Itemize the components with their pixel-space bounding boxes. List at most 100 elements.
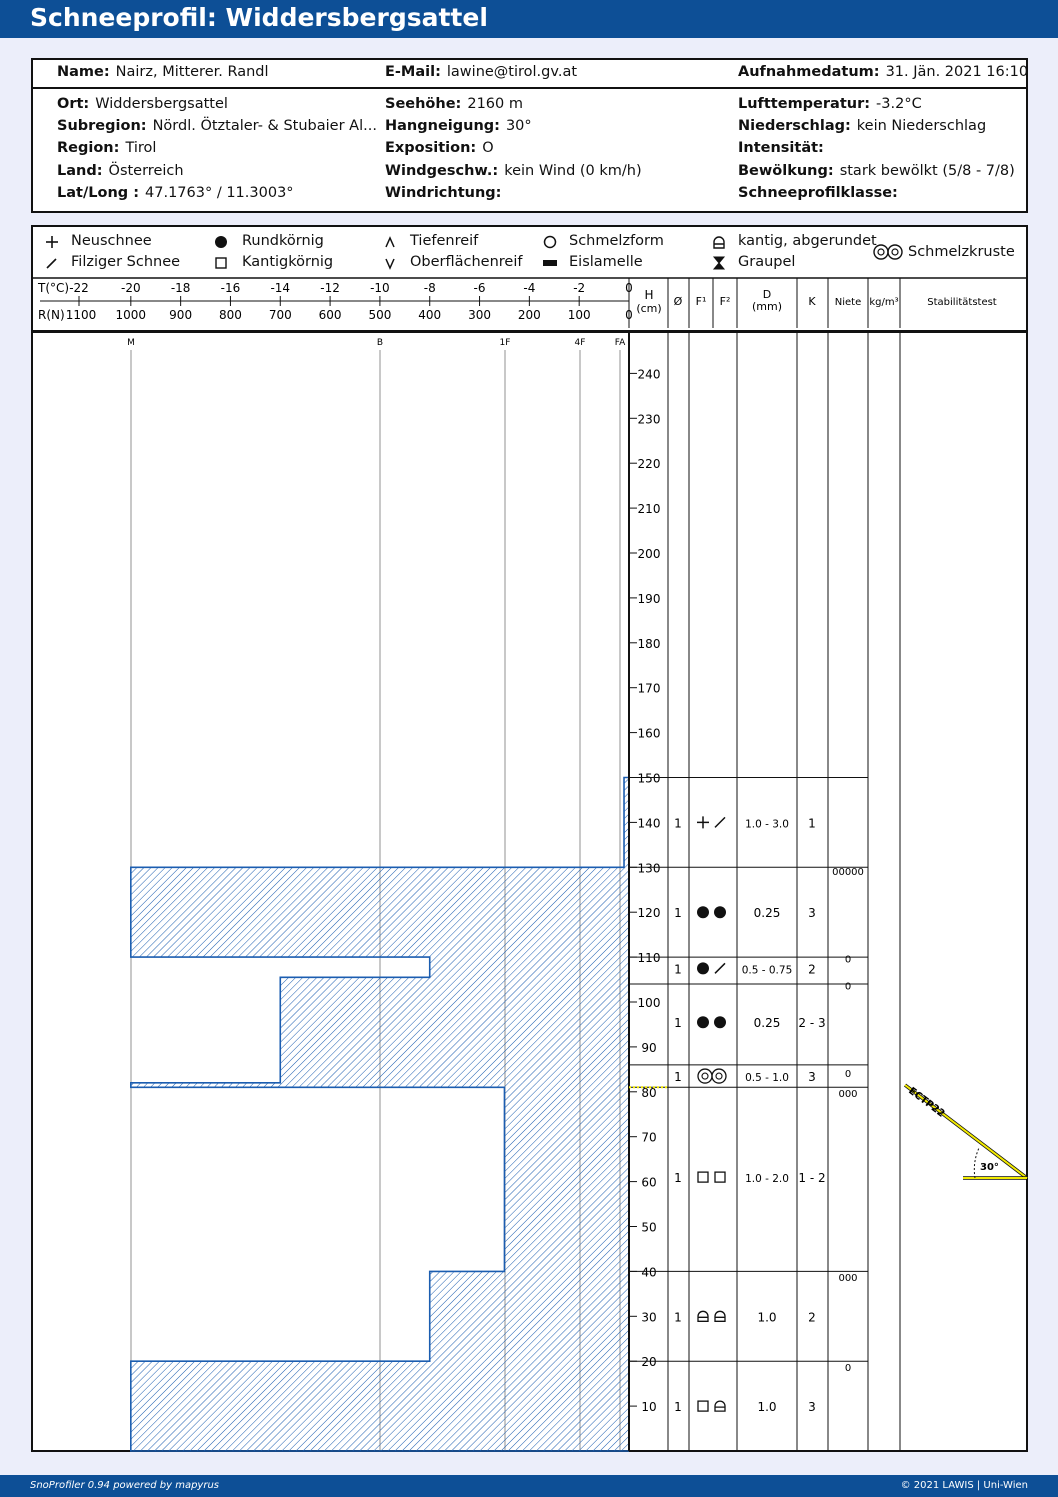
filled-dot-icon bbox=[697, 962, 709, 975]
layer-k-value: 3 bbox=[808, 906, 816, 920]
layer-niete-value: 0 bbox=[845, 981, 851, 992]
open-circle-icon bbox=[541, 233, 559, 251]
legend-label-graupel: Graupel bbox=[738, 254, 796, 270]
hardness-layer-fill bbox=[130, 1361, 629, 1451]
layer-k-value: 3 bbox=[808, 1070, 816, 1084]
notes-line: ECTP 22@81.0cm: plötzlicher Bruch (P) (g… bbox=[59, 379, 454, 395]
windgeschw-field: Windgeschw.:kein Wind (0 km/h) bbox=[385, 163, 642, 179]
exposition-field: Exposition:O bbox=[385, 140, 494, 156]
hardness-layer-fill bbox=[429, 957, 629, 978]
rounded-faceted-icon bbox=[714, 1310, 726, 1322]
legend-label-kantig-abgerundet: kantig, abgerundet bbox=[738, 233, 877, 249]
bewoelkung-field: Bewölkung:stark bewölkt (5/8 - 7/8) bbox=[738, 163, 1015, 179]
filled-dot-icon bbox=[212, 233, 230, 251]
height-tick-label: 70 bbox=[641, 1131, 656, 1145]
height-tick-label: 160 bbox=[638, 727, 661, 741]
hardness-layer-fill bbox=[130, 1082, 629, 1088]
legend-panel: Neuschnee Filziger Schnee Rundkörnig Kan… bbox=[31, 225, 1028, 332]
region-field: Region:Tirol bbox=[57, 140, 157, 156]
hardness-layer-fill bbox=[130, 867, 629, 958]
info-divider bbox=[33, 87, 1026, 89]
notes-line: Verschüttungsstelle bbox=[59, 419, 203, 435]
melt-crust-icon bbox=[715, 1072, 723, 1080]
legend-label-tiefenreif: Tiefenreif bbox=[410, 233, 479, 249]
page-title: Schneeprofil: Widdersbergsattel bbox=[30, 3, 488, 32]
layer-grain-size: 0.5 - 1.0 bbox=[745, 1072, 789, 1084]
legend-label-rundkoernig: Rundkörnig bbox=[242, 233, 324, 249]
layer-diam-value: 1 bbox=[674, 1400, 682, 1414]
legend-label-kantigkoernig: Kantigkörnig bbox=[242, 254, 334, 270]
page-header: Schneeprofil: Widdersbergsattel bbox=[0, 0, 1058, 38]
stability-angle-label: 30° bbox=[980, 1162, 999, 1173]
height-tick-label: 40 bbox=[641, 1265, 656, 1279]
stability-angle-arc bbox=[973, 1147, 980, 1179]
layer-diam-value: 1 bbox=[674, 1070, 682, 1084]
layer-niete-value: 0 bbox=[845, 1363, 851, 1374]
niederschlag-field: Niederschlag:kein Niederschlag bbox=[738, 118, 987, 134]
height-tick-label: 130 bbox=[638, 861, 661, 875]
height-tick-label: 210 bbox=[638, 502, 661, 516]
height-tick-label: 200 bbox=[638, 547, 661, 561]
legend-label-oberflaechenreif: Oberflächenreif bbox=[410, 254, 523, 270]
intensitaet-field: Intensität: bbox=[738, 140, 824, 156]
layer-niete-value: 000 bbox=[838, 1273, 857, 1284]
open-square-icon bbox=[697, 1400, 709, 1412]
rounded-faceted-icon bbox=[697, 1310, 709, 1322]
lufttemp-field: Lufttemperatur:-3.2°C bbox=[738, 96, 922, 112]
legend-label-schmelzkruste: Schmelzkruste bbox=[908, 244, 1015, 260]
hardness-layer-fill bbox=[429, 1271, 629, 1362]
layer-niete-value: 0 bbox=[845, 1069, 851, 1080]
layer-diam-value: 1 bbox=[674, 1171, 682, 1185]
notes-line: Orografisch rechts der Lawine; Eingang T… bbox=[59, 399, 516, 415]
melt-crust-icon bbox=[871, 243, 905, 261]
footer-credit: SnoProfiler 0.94 powered by mapyrus bbox=[30, 1480, 220, 1491]
layer-k-value: 2 bbox=[808, 962, 816, 976]
filled-dot-icon bbox=[714, 906, 726, 919]
height-tick-label: 240 bbox=[638, 367, 661, 381]
slash-icon bbox=[714, 962, 726, 974]
legend-label-schmelzform: Schmelzform bbox=[569, 233, 664, 249]
hand-hardness-label: B bbox=[377, 338, 383, 348]
layer-niete-value: 000 bbox=[838, 1089, 857, 1100]
layer-diam-value: 1 bbox=[674, 816, 682, 830]
height-tick-label: 220 bbox=[638, 457, 661, 471]
height-tick-label: 120 bbox=[638, 906, 661, 920]
v-icon bbox=[381, 254, 399, 272]
layer-grain-size: 0.5 - 0.75 bbox=[742, 964, 793, 976]
hand-hardness-label: 1F bbox=[500, 338, 511, 348]
hand-hardness-label: 4F bbox=[575, 338, 586, 348]
plus-icon bbox=[43, 233, 61, 251]
legend-label-eislamelle: Eislamelle bbox=[569, 254, 643, 270]
land-field: Land:Österreich bbox=[57, 163, 184, 179]
plot-frame bbox=[31, 331, 1028, 1452]
subregion-field: Subregion:Nördl. Ötztaler- & Stubaier Al… bbox=[57, 118, 377, 134]
profile-info-panel: Name:Nairz, Mitterer. Randl E-Mail:lawin… bbox=[31, 58, 1028, 213]
caret-up-icon bbox=[381, 233, 399, 251]
height-tick-label: 30 bbox=[641, 1310, 656, 1324]
height-tick-label: 110 bbox=[638, 951, 661, 965]
notes-title: Bemerkungen: bbox=[59, 359, 166, 375]
filled-dot-icon bbox=[697, 1016, 709, 1029]
height-tick-label: 170 bbox=[638, 682, 661, 696]
stability-test-label: ECTP22 bbox=[906, 1086, 946, 1120]
height-tick-label: 230 bbox=[638, 412, 661, 426]
email-field: E-Mail:lawine@tirol.gv.at bbox=[385, 64, 578, 80]
rounded-faceted-icon bbox=[714, 1400, 726, 1412]
hardness-layer-fill bbox=[280, 977, 629, 1083]
layer-diam-value: 1 bbox=[674, 906, 682, 920]
layer-k-value: 3 bbox=[808, 1400, 816, 1414]
slash-icon bbox=[714, 816, 726, 828]
layer-k-value: 2 bbox=[808, 1310, 816, 1324]
hand-hardness-label: M bbox=[127, 338, 135, 348]
layer-k-value: 2 - 3 bbox=[798, 1016, 825, 1030]
layer-diam-value: 1 bbox=[674, 1016, 682, 1030]
klasse-field: Schneeprofilklasse: bbox=[738, 185, 898, 201]
page-footer: SnoProfiler 0.94 powered by mapyrus © 20… bbox=[0, 1475, 1058, 1497]
layer-grain-size: 1.0 - 3.0 bbox=[745, 818, 789, 830]
height-tick-label: 180 bbox=[638, 637, 661, 651]
layer-grain-size: 1.0 bbox=[757, 1400, 776, 1414]
height-tick-label: 80 bbox=[641, 1086, 656, 1100]
layer-diam-value: 1 bbox=[674, 1310, 682, 1324]
layer-grain-size: 1.0 bbox=[757, 1310, 776, 1324]
bar-icon bbox=[541, 254, 559, 272]
